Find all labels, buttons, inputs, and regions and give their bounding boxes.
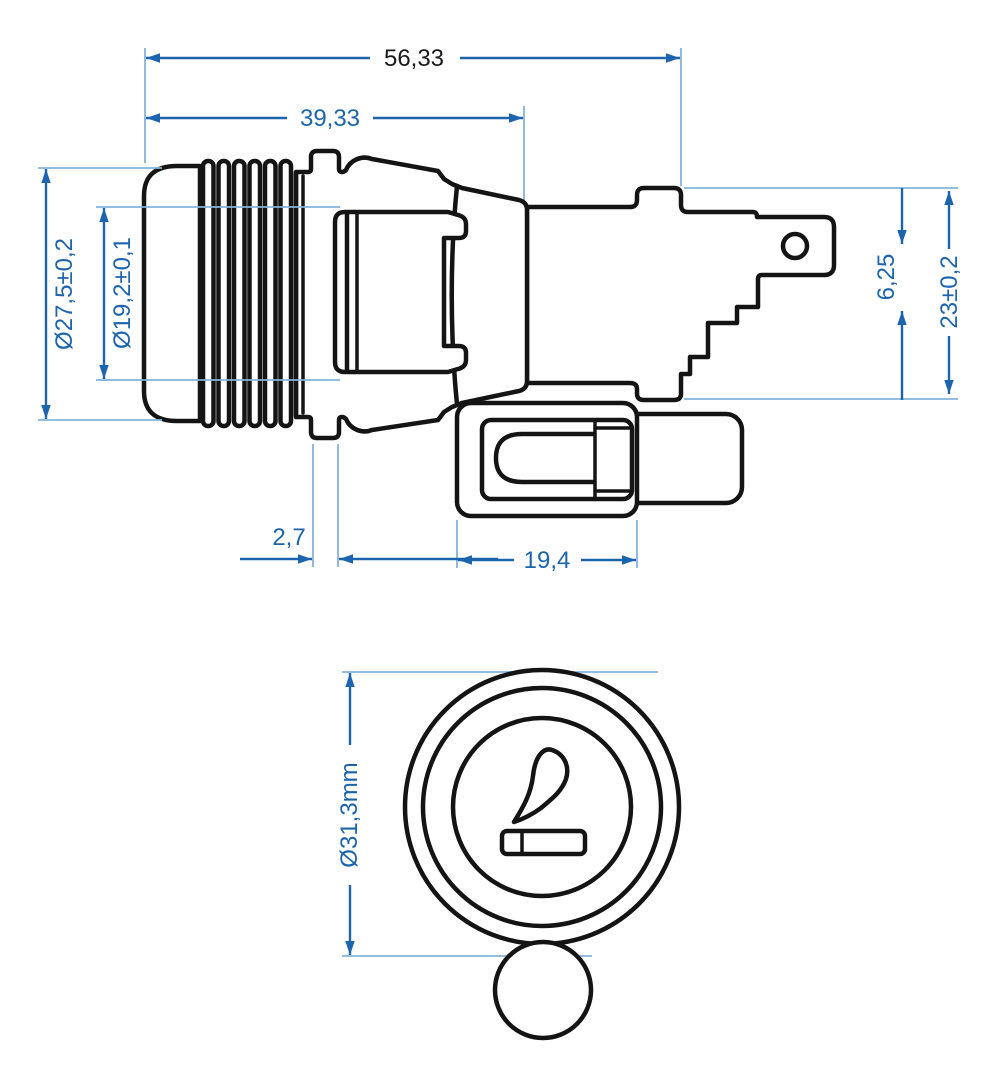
- dimension-housing-length: 39,33: [146, 104, 523, 132]
- dim-label-overall-length: 56,33: [384, 45, 444, 72]
- dimension-terminal-width: 6,25: [873, 188, 907, 400]
- connector-box: [454, 400, 640, 519]
- dim-label-connector-length: 19,4: [524, 547, 571, 574]
- dim-label-inner-diameter: Ø19,2±0,1: [109, 237, 136, 349]
- dim-label-rear-height: 23±0,2: [936, 255, 963, 328]
- dim-label-housing-length: 39,33: [300, 105, 360, 132]
- connector-terminal-slot: [493, 431, 596, 485]
- side-view: [141, 148, 837, 519]
- front-view: [402, 667, 682, 1041]
- thread-ribs: [200, 158, 294, 429]
- terminal-hole: [780, 231, 810, 261]
- bottom-key-tab-circle: [492, 939, 594, 1041]
- dimension-outer-diameter: Ø27,5±0,2: [41, 169, 78, 419]
- dimension-bracket-thickness: 2,7: [240, 524, 498, 564]
- diameter-extension-lines: [38, 167, 340, 421]
- cigarette-icon: [499, 747, 588, 857]
- dimension-overall-length: 56,33: [146, 44, 680, 72]
- dimension-front-face-diameter: Ø31,3mm: [336, 673, 363, 955]
- dimension-rear-height: 23±0,2: [936, 191, 963, 394]
- dim-label-outer-diameter: Ø27,5±0,2: [51, 238, 78, 350]
- dim-label-bracket-thickness: 2,7: [272, 524, 305, 551]
- extension-lines: [144, 48, 958, 957]
- front-cap: [141, 163, 203, 424]
- dimension-inner-diameter: Ø19,2±0,1: [99, 208, 136, 379]
- dimension-connector-length: 19,4: [458, 546, 636, 574]
- inner-sleeve: [332, 209, 469, 375]
- dim-label-front-face-diameter: Ø31,3mm: [336, 762, 363, 867]
- rear-housing-outline: [524, 185, 837, 403]
- dim-label-terminal-width: 6,25: [873, 254, 900, 301]
